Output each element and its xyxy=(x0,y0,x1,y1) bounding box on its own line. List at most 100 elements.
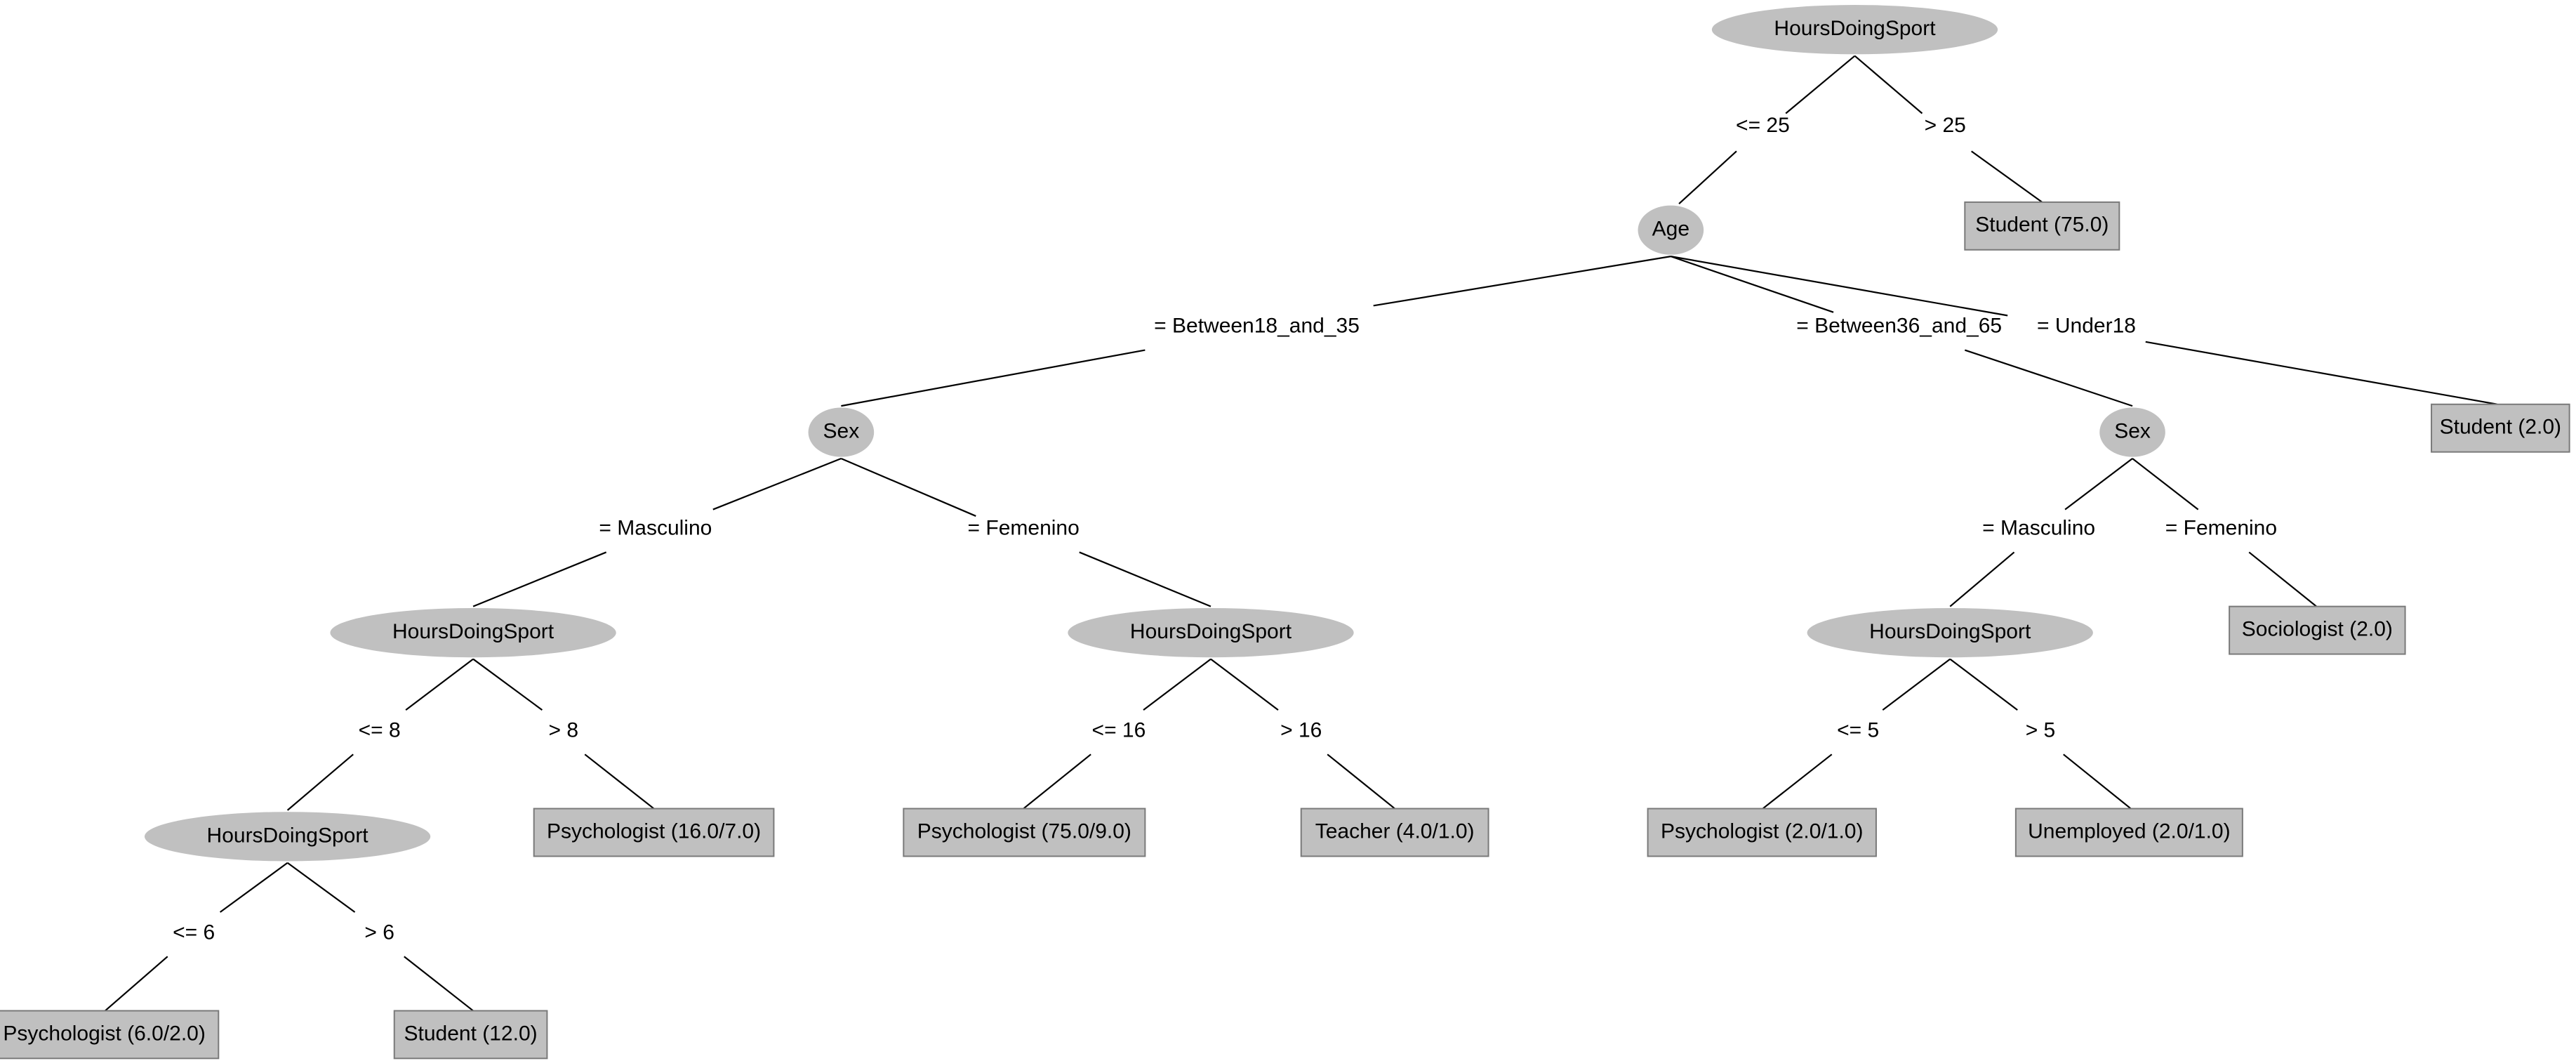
leaf-box xyxy=(2014,808,2243,857)
edge-line xyxy=(1971,150,2043,203)
edge-label: <= 25 xyxy=(1736,114,1790,137)
edge-label: = Between36_and_65 xyxy=(1796,315,2002,338)
leaf-layer: Student (75.0) Student (2.0) Sociologist (… xyxy=(0,201,2570,1060)
edge-line xyxy=(1854,55,1923,114)
edge-line xyxy=(1785,55,1856,114)
edge-label: > 8 xyxy=(549,718,579,742)
leaf-psych-6-2: Psychologist (6.0/2.0) xyxy=(0,1010,220,1060)
leaf-box xyxy=(533,808,775,857)
node-label: HoursDoingSport xyxy=(1869,620,2031,643)
edge-label: <= 8 xyxy=(359,718,401,742)
leaf-unemployed-2-1: Unemployed (2.0/1.0) xyxy=(2014,808,2243,857)
leaf-label: Psychologist (16.0/7.0) xyxy=(547,819,761,843)
node-oval xyxy=(808,407,875,457)
edge-label: > 5 xyxy=(2026,718,2056,742)
tree-node-hds-m1: HoursDoingSport xyxy=(330,608,616,658)
edge-line xyxy=(1670,256,1834,313)
edge-label: <= 6 xyxy=(173,921,215,944)
edge-label: = Masculino xyxy=(599,517,712,540)
leaf-student-2: Student (2.0) xyxy=(2431,403,2570,453)
node-oval xyxy=(1068,608,1354,658)
edge-label: > 25 xyxy=(1925,114,1966,137)
leaf-label: Student (2.0) xyxy=(2440,416,2561,439)
node-oval xyxy=(2099,407,2165,457)
edge-line xyxy=(105,956,168,1012)
leaf-psych-2-1: Psychologist (2.0/1.0) xyxy=(1647,808,1877,857)
node-oval xyxy=(144,812,431,862)
node-label: HoursDoingSport xyxy=(1130,620,1292,643)
edge-line xyxy=(286,862,356,913)
edge-line xyxy=(1762,753,1833,810)
leaf-box xyxy=(2431,403,2570,453)
edge-label: > 16 xyxy=(1280,718,1322,742)
edge-line xyxy=(1327,753,1395,810)
leaf-box xyxy=(393,1010,548,1060)
edge-line xyxy=(286,753,354,811)
node-label: Sex xyxy=(823,419,860,442)
edge-line xyxy=(2063,753,2132,810)
leaf-label: Psychologist (75.0/9.0) xyxy=(917,819,1131,843)
tree-node-hds-f1: HoursDoingSport xyxy=(1068,608,1354,658)
node-label: Sex xyxy=(2114,419,2151,442)
edge-line xyxy=(2248,551,2317,607)
edge-line xyxy=(1023,753,1091,810)
leaf-label: Teacher (4.0/1.0) xyxy=(1315,819,1475,843)
edge-line xyxy=(1210,658,1279,711)
leaf-box xyxy=(0,1010,220,1060)
node-oval xyxy=(1638,205,1704,255)
tree-node-sex1: Sex xyxy=(808,407,875,457)
edge-line xyxy=(472,658,543,711)
leaf-box xyxy=(1964,201,2120,251)
edge-line xyxy=(841,349,1146,407)
leaf-student-12: Student (12.0) xyxy=(393,1010,548,1060)
leaf-label: Student (75.0) xyxy=(1975,213,2109,237)
node-oval xyxy=(330,608,616,658)
tree-node-age: Age xyxy=(1638,205,1704,255)
edge-label: <= 5 xyxy=(1837,718,1879,742)
edge-line xyxy=(840,458,976,517)
edge-line xyxy=(405,658,474,711)
node-oval xyxy=(1711,5,1998,55)
leaf-teacher-4-1: Teacher (4.0/1.0) xyxy=(1300,808,1489,857)
node-label: Age xyxy=(1652,218,1689,241)
edge-line xyxy=(1373,256,1671,307)
leaf-box xyxy=(1647,808,1877,857)
leaf-label: Psychologist (2.0/1.0) xyxy=(1661,819,1863,843)
edge-line xyxy=(584,753,655,810)
edge-line xyxy=(404,956,474,1012)
edge-line xyxy=(1882,658,1951,711)
leaf-box xyxy=(903,808,1146,857)
edge-line xyxy=(219,862,288,913)
leaf-box xyxy=(2229,605,2406,655)
leaf-label: Psychologist (6.0/2.0) xyxy=(3,1022,205,1045)
leaf-label: Student (12.0) xyxy=(404,1022,538,1045)
edge-label: > 6 xyxy=(364,921,394,944)
tree-node-root: HoursDoingSport xyxy=(1711,5,1998,55)
node-label: HoursDoingSport xyxy=(392,620,555,643)
leaf-box xyxy=(1300,808,1489,857)
leaf-sociologist-2: Sociologist (2.0) xyxy=(2229,605,2406,655)
edge-line xyxy=(472,551,607,607)
leaf-psych-75-9: Psychologist (75.0/9.0) xyxy=(903,808,1146,857)
edge-line xyxy=(1143,658,1211,711)
edge-label: <= 16 xyxy=(1092,718,1146,742)
edge-line xyxy=(1964,349,2133,407)
edge-label: = Under18 xyxy=(2037,315,2136,338)
edge-line xyxy=(2064,458,2133,510)
edge-line xyxy=(1678,150,1737,205)
edge-label: = Between18_and_35 xyxy=(1154,315,1360,338)
node-label: HoursDoingSport xyxy=(207,824,369,847)
tree-node-sex2: Sex xyxy=(2099,407,2165,457)
node-oval xyxy=(1807,608,2093,658)
edge-line xyxy=(1949,658,2018,711)
edge-label: = Masculino xyxy=(1982,517,2095,540)
edge-lines xyxy=(105,55,2497,1012)
tree-node-hds-m2: HoursDoingSport xyxy=(1807,608,2093,658)
leaf-label: Unemployed (2.0/1.0) xyxy=(2028,819,2231,843)
edge-label: = Femenino xyxy=(968,517,1080,540)
tree-node-hds-m1a: HoursDoingSport xyxy=(144,812,431,862)
leaf-psych-16-7: Psychologist (16.0/7.0) xyxy=(533,808,775,857)
edge-line xyxy=(1079,551,1211,607)
